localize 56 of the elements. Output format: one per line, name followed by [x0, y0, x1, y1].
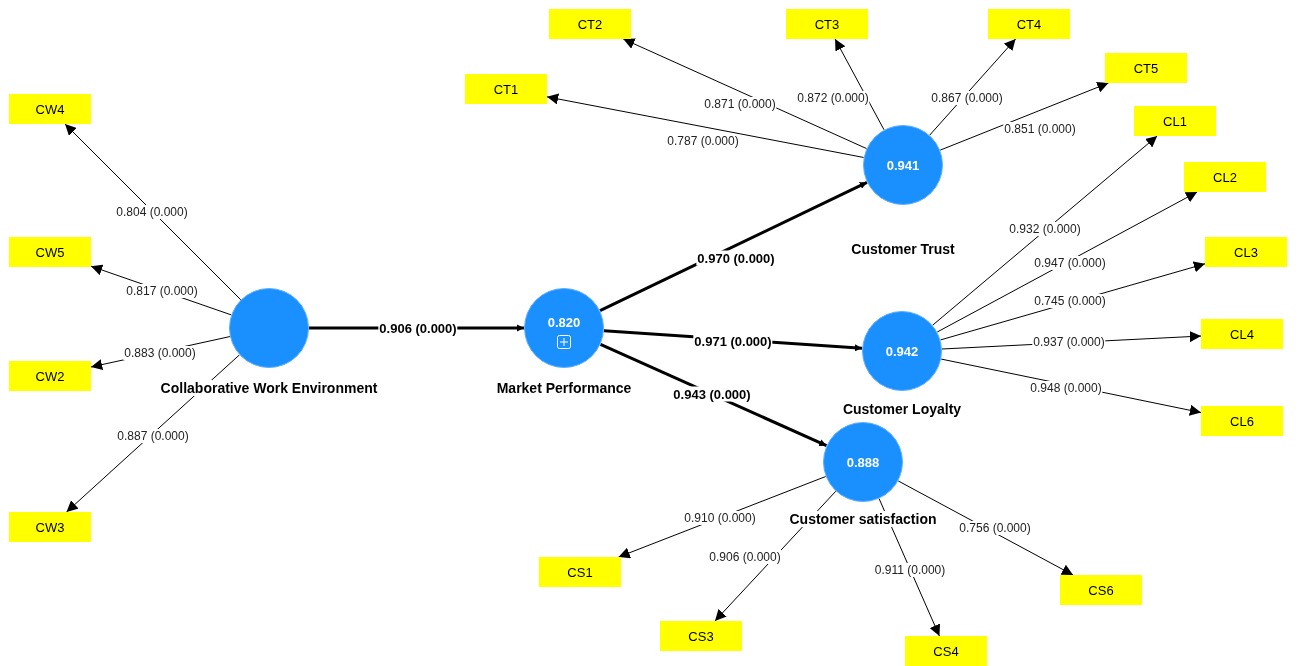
construct-name: Collaborative Work Environment: [159, 380, 379, 396]
indicator-box: CS1: [539, 557, 621, 587]
indicator-box: CL2: [1184, 162, 1266, 192]
arrow: [929, 38, 1017, 136]
arrow: [939, 81, 1109, 151]
arrow: [546, 93, 865, 158]
indicator-box: CS4: [905, 636, 987, 666]
edge-label: 0.756 (0.000): [958, 521, 1032, 535]
edge-label: 0.887 (0.000): [116, 429, 190, 443]
edge-label: 0.971 (0.000): [693, 333, 773, 349]
construct-name: Customer Loyalty: [841, 401, 963, 417]
edge-label: 0.871 (0.000): [703, 97, 777, 111]
edge-label: 0.906 (0.000): [708, 550, 782, 564]
edge-label: 0.932 (0.000): [1008, 222, 1082, 236]
arrow: [64, 123, 242, 301]
edge-label: 0.911 (0.000): [873, 563, 947, 577]
r-squared-value: 0.888: [846, 455, 880, 470]
indicator-box: CW3: [9, 512, 91, 542]
arrow: [936, 191, 1198, 333]
indicator-box: CW4: [9, 94, 91, 124]
edge-label: 0.947 (0.000): [1033, 256, 1107, 270]
indicator-box: CW5: [9, 237, 91, 267]
edge-label: 0.745 (0.000): [1033, 294, 1107, 308]
indicator-box: CS3: [660, 621, 742, 651]
edge-label: 0.943 (0.000): [672, 386, 752, 402]
r-squared-value: 0.942: [885, 344, 919, 359]
edge-label: 0.910 (0.000): [683, 511, 757, 525]
r-squared-value: 0.941: [886, 158, 920, 173]
indicator-box: CT4: [988, 9, 1070, 39]
arrow: [622, 38, 868, 150]
indicator-box: CL1: [1134, 106, 1216, 136]
indicator-box: CL6: [1201, 406, 1283, 436]
arrow: [599, 180, 868, 313]
edge-label: 0.817 (0.000): [125, 284, 199, 298]
edge-label: 0.937 (0.000): [1032, 335, 1106, 349]
indicator-box: CT1: [465, 74, 547, 104]
indicator-box: CT3: [786, 9, 868, 39]
indicator-box: CS6: [1060, 575, 1142, 605]
construct-name: Customer Trust: [850, 241, 956, 257]
edge-label: 0.787 (0.000): [666, 134, 740, 148]
edge-label: 0.970 (0.000): [696, 250, 776, 266]
construct-name: Market Performance: [495, 380, 633, 396]
arrow: [932, 135, 1158, 326]
edge-label: 0.804 (0.000): [115, 205, 189, 219]
edge-label: 0.867 (0.000): [930, 91, 1004, 105]
r-squared-value: 0.820: [547, 315, 581, 330]
construct-name: Customer satisfaction: [788, 511, 938, 527]
edge-label: 0.948 (0.000): [1029, 381, 1103, 395]
indicator-box: CL4: [1201, 319, 1283, 349]
indicator-box: CW2: [9, 361, 91, 391]
indicator-box: CT5: [1105, 53, 1187, 83]
edge-label: 0.883 (0.000): [123, 346, 197, 360]
edge-label: 0.872 (0.000): [796, 91, 870, 105]
indicator-box: CL3: [1205, 237, 1287, 267]
indicator-box: CT2: [549, 9, 631, 39]
edge-label: 0.851 (0.000): [1003, 122, 1077, 136]
